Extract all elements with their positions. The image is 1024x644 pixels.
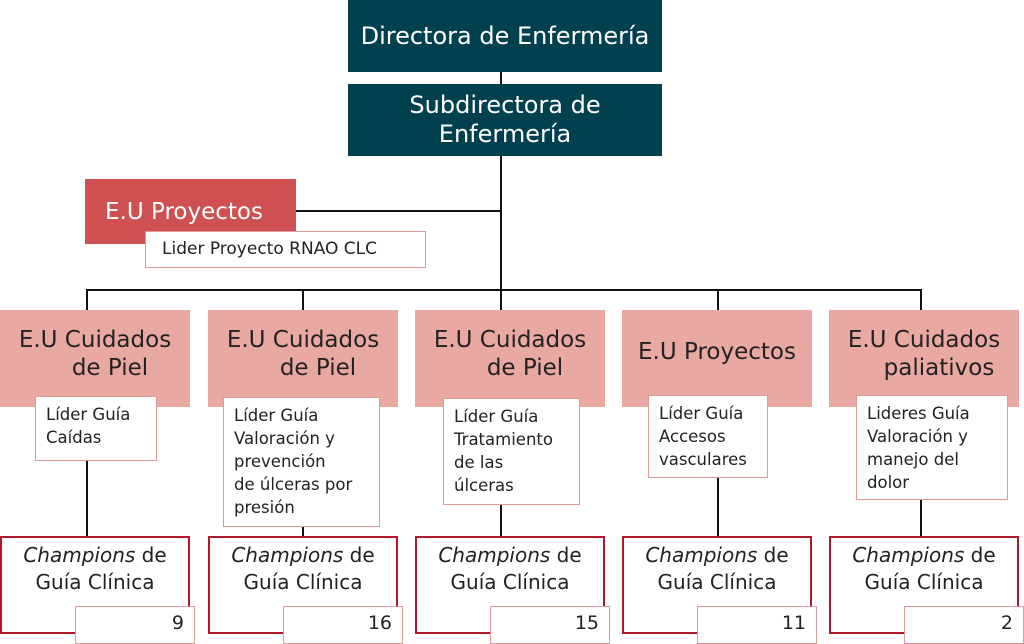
champions-line2: Guía Clínica — [657, 570, 777, 594]
projects-lead-label: Lider Proyecto RNAO CLC — [162, 239, 377, 259]
leader-line: manejo del — [867, 450, 959, 469]
champions-count: 9 — [75, 606, 195, 644]
director-box: Directora de Enfermería — [348, 0, 662, 72]
leader-line: Caídas — [46, 428, 102, 447]
champions-italic: Champions — [645, 543, 758, 567]
unit-title-line: de Piel — [279, 355, 357, 381]
leader-line: dolor — [867, 473, 910, 492]
unit-title-line: de Piel — [71, 355, 149, 381]
unit-title-line: E.U Cuidados — [433, 327, 587, 353]
champions-line2: Guía Clínica — [35, 570, 155, 594]
leader-line: Valoración y — [867, 427, 968, 446]
champions-italic: Champions — [231, 543, 344, 567]
champions-rest: de — [343, 543, 375, 567]
leader-line: vasculares — [659, 450, 747, 469]
count-value: 11 — [781, 612, 806, 634]
champions-line2: Guía Clínica — [450, 570, 570, 594]
leader-line: Valoración y — [234, 429, 335, 448]
leader-line: Tratamiento — [454, 430, 553, 449]
unit-box: E.U Proyectos — [622, 310, 812, 407]
unit-title-line: E.U Cuidados — [847, 327, 1001, 353]
unit-title-line: E.U Cuidados — [18, 327, 172, 353]
champions-italic: Champions — [23, 543, 136, 567]
leader-line: úlceras — [454, 476, 514, 495]
champions-count: 11 — [697, 606, 817, 644]
champions-italic: Champions — [852, 543, 965, 567]
leader-line: presión — [234, 498, 295, 517]
unit-title-line: E.U Cuidados — [226, 327, 380, 353]
champions-italic: Champions — [438, 543, 551, 567]
subdirector-label-1: Subdirectora de — [409, 91, 601, 119]
unit-title-line: de Piel — [486, 355, 564, 381]
leader-line: Líder Guía — [454, 407, 539, 426]
leader-line: de las — [454, 453, 504, 472]
director-label: Directora de Enfermería — [360, 21, 650, 50]
leader-line: Líder Guía — [234, 406, 319, 425]
count-value: 2 — [1000, 612, 1013, 634]
leader-line: prevención — [234, 452, 326, 471]
champions-count: 16 — [283, 606, 403, 644]
champions-line2: Guía Clínica — [243, 570, 363, 594]
projects-lead-box: Lider Proyecto RNAO CLC — [145, 231, 426, 268]
connector-projects — [296, 210, 501, 212]
connector-main — [500, 72, 502, 290]
champions-rest: de — [964, 543, 996, 567]
subdirector-label-2: Enfermería — [438, 120, 572, 148]
unit-title-line: E.U Proyectos — [638, 339, 796, 365]
champions-count: 15 — [490, 606, 610, 644]
count-value: 16 — [367, 612, 392, 634]
leader-line: Accesos — [659, 427, 726, 446]
champions-line2: Guía Clínica — [864, 570, 984, 594]
connector-horizontal — [86, 289, 922, 291]
count-value: 15 — [574, 612, 599, 634]
champions-count: 2 — [904, 606, 1024, 644]
champions-rest: de — [135, 543, 167, 567]
leader-line: Lideres Guía — [867, 404, 970, 423]
champions-rest: de — [757, 543, 789, 567]
leader-line: Líder Guía — [659, 404, 744, 423]
leader-line: de úlceras por — [234, 475, 353, 494]
projects-label: E.U Proyectos — [105, 198, 263, 225]
count-value: 9 — [171, 612, 184, 634]
unit-title-line: paliativos — [883, 355, 995, 381]
champions-rest: de — [550, 543, 582, 567]
leader-line: Líder Guía — [46, 405, 131, 424]
